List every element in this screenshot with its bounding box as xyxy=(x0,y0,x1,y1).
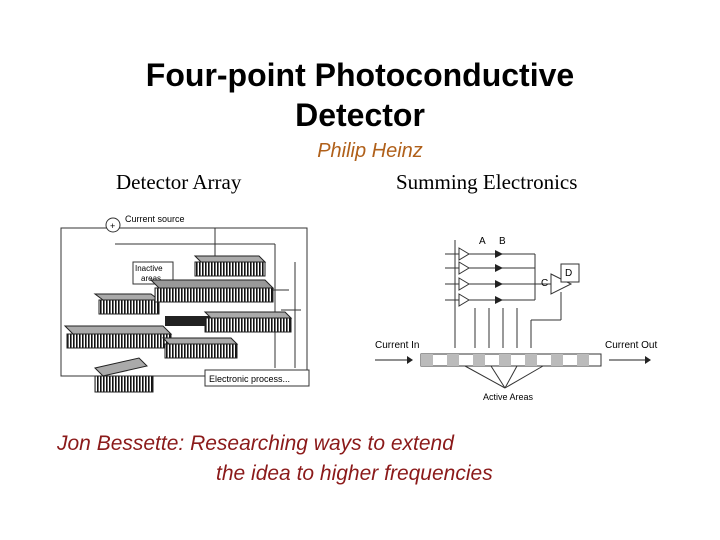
svg-text:+: + xyxy=(110,221,115,231)
active-strip xyxy=(420,353,602,367)
slide-title-line2: Detector xyxy=(295,97,425,133)
circuit-label-a: A xyxy=(479,236,486,247)
slide-title-line1: Four-point Photoconductive xyxy=(145,57,575,93)
inactive-areas-label-1: Inactive xyxy=(135,264,163,273)
inactive-areas-label-2: areas xyxy=(141,274,161,283)
electronic-processing-label: Electronic process... xyxy=(209,374,290,384)
circuit-label-d: D xyxy=(565,268,572,279)
circuit-label-c: C xyxy=(541,278,548,289)
current-out-label: Current Out xyxy=(605,340,657,351)
summing-circuit-diagram: A B C D Current In Current Out Active Ar… xyxy=(375,236,657,402)
detector-array-diagram: + Current source Inactive areas Electron… xyxy=(60,214,310,393)
bottom-note-line1: Jon Bessette: Researching ways to extend xyxy=(57,432,454,455)
active-areas-label: Active Areas xyxy=(483,392,534,402)
detector-array-label: Detector Array xyxy=(116,170,242,194)
current-source-label: Current source xyxy=(125,214,185,224)
bottom-note-line2: the idea to higher frequencies xyxy=(216,462,493,485)
current-source-symbol xyxy=(105,217,121,233)
author-name: Philip Heinz xyxy=(317,140,423,162)
detector-bars xyxy=(63,255,293,393)
summing-electronics-label: Summing Electronics xyxy=(396,170,578,194)
circuit-label-b: B xyxy=(499,236,506,247)
current-in-label: Current In xyxy=(375,340,419,351)
